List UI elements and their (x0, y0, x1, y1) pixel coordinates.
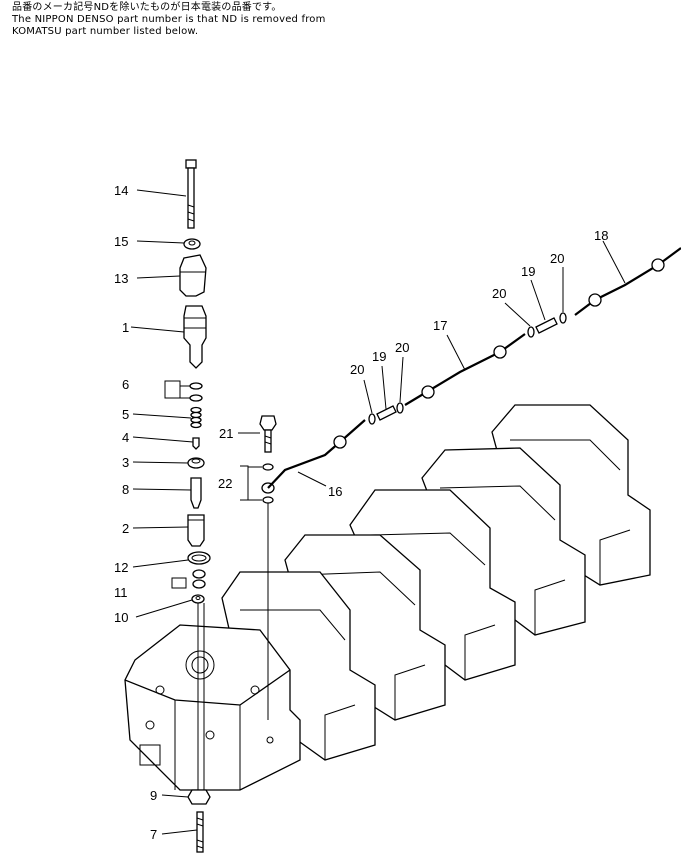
callout-15: 15 (114, 234, 128, 249)
return-line-parts (259, 247, 681, 720)
callout-20-d: 20 (550, 251, 564, 266)
header-note-line-3: KOMATSU part number listed below. (12, 26, 199, 37)
part-14-bolt (185, 159, 197, 229)
callout-16: 16 (328, 484, 342, 499)
injector-stack (179, 159, 211, 853)
callout-7: 7 (150, 827, 157, 842)
part-2-nozzle-nut (187, 514, 205, 547)
part-11-rings (192, 569, 206, 589)
part-15-washer (183, 238, 201, 250)
callout-5: 5 (122, 407, 129, 422)
cylinder-head-1 (124, 624, 301, 791)
callout-20-b: 20 (395, 340, 409, 355)
callout-10: 10 (114, 610, 128, 625)
callout-11: 11 (114, 585, 128, 600)
callout-18: 18 (594, 228, 608, 243)
callout-21: 21 (219, 426, 233, 441)
part-9-nut (187, 789, 211, 805)
callout-3: 3 (122, 455, 129, 470)
leader-lines (130, 189, 626, 835)
part-19-hose (535, 317, 558, 334)
cylinder-head-assembly (124, 404, 651, 791)
callout-2: 2 (122, 521, 129, 536)
callout-8: 8 (122, 482, 129, 497)
header-note-japanese: 品番のメーカ記号NDを除いたものが日本電装の品番です。 (12, 2, 282, 13)
part-12-o-ring (187, 551, 211, 565)
cylinder-head-4 (349, 489, 516, 681)
part-6-shims (189, 382, 203, 402)
callout-22: 22 (218, 476, 232, 491)
header-note: 品番のメーカ記号NDを除いたものが日本電装の品番です。 The NIPPON D… (12, 2, 326, 38)
callout-1: 1 (122, 320, 129, 335)
callout-14: 14 (114, 183, 128, 198)
part-1-nozzle-holder (183, 305, 207, 369)
part-21-joint-bolt (259, 415, 277, 453)
part-10-seal (191, 594, 205, 604)
part-20-clip (396, 402, 404, 414)
part-16-pipe (267, 441, 341, 489)
callout-19-b: 19 (521, 264, 535, 279)
callout-13: 13 (114, 271, 128, 286)
part-19-hose (376, 405, 397, 421)
part-20-clip (527, 326, 535, 338)
part-3-spacer (187, 457, 205, 469)
callout-4: 4 (122, 430, 129, 445)
callout-19-a: 19 (372, 349, 386, 364)
header-note-line-2: The NIPPON DENSO part number is that ND … (12, 14, 326, 25)
part-8-nozzle (190, 477, 202, 509)
hose-assembly-lower (368, 402, 404, 425)
callout-20-c: 20 (492, 286, 506, 301)
callout-9: 9 (150, 788, 157, 803)
part-20-clip (559, 312, 567, 324)
part-4-pin (192, 437, 200, 450)
callout-12: 12 (114, 560, 128, 575)
hose-assembly-upper (527, 312, 567, 338)
part-13-clamp (179, 254, 207, 297)
callout-17: 17 (433, 318, 447, 333)
callout-20-a: 20 (350, 362, 364, 377)
part-20-clip (368, 413, 376, 425)
callout-labels: 14 15 13 1 6 5 4 3 8 2 12 11 10 9 7 21 2… (114, 183, 608, 842)
callout-6: 6 (122, 377, 129, 392)
part-7-stud-bolt (196, 811, 204, 853)
part-5-spring (190, 406, 202, 429)
